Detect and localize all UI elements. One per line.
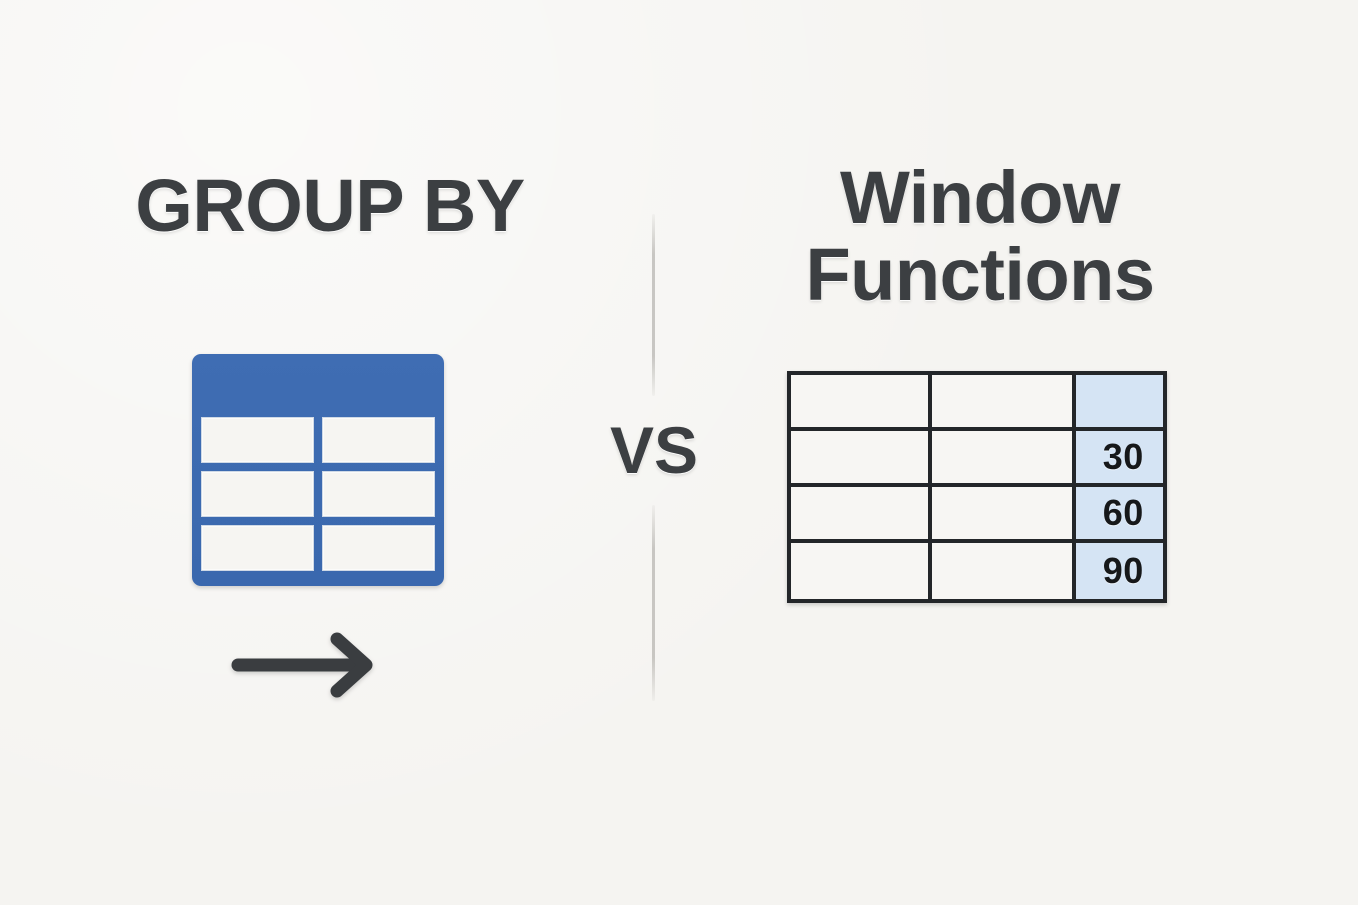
table-row: 90 <box>791 543 1163 599</box>
arrow-right-icon <box>228 632 388 698</box>
table-cell <box>201 525 314 571</box>
window-functions-table: 30 60 90 <box>787 371 1167 603</box>
table-cell <box>932 431 1076 483</box>
cell-value: 30 <box>1102 436 1144 477</box>
table-cell-highlighted: 30 <box>1075 431 1163 483</box>
table-cell-highlighted: 60 <box>1075 487 1163 539</box>
group-by-table-body <box>192 417 444 580</box>
table-cell <box>932 375 1076 427</box>
table-cell-highlighted: 90 <box>1075 543 1163 599</box>
table-cell <box>322 471 435 517</box>
table-cell-highlighted <box>1075 375 1163 427</box>
table-row <box>791 375 1163 431</box>
group-by-table <box>192 354 444 586</box>
cell-value: 90 <box>1102 550 1144 591</box>
table-row <box>201 471 435 517</box>
table-cell <box>201 417 314 463</box>
table-cell <box>791 543 933 599</box>
table-row: 60 <box>791 487 1163 543</box>
table-cell <box>201 471 314 517</box>
cell-value: 60 <box>1102 492 1144 533</box>
table-cell <box>932 487 1076 539</box>
table-cell <box>791 375 933 427</box>
table-row <box>201 417 435 463</box>
group-by-table-header-band <box>192 354 444 417</box>
table-cell <box>791 487 933 539</box>
table-cell <box>932 543 1076 599</box>
table-cell <box>791 431 933 483</box>
vertical-divider-top <box>652 214 655 396</box>
table-row: 30 <box>791 431 1163 487</box>
table-row <box>201 525 435 571</box>
table-cell <box>322 417 435 463</box>
vs-label: VS <box>609 413 699 487</box>
table-cell <box>322 525 435 571</box>
vertical-divider-bottom <box>652 505 655 701</box>
group-by-title: GROUP BY <box>135 164 525 247</box>
window-functions-title: Window Functions <box>805 156 1155 316</box>
